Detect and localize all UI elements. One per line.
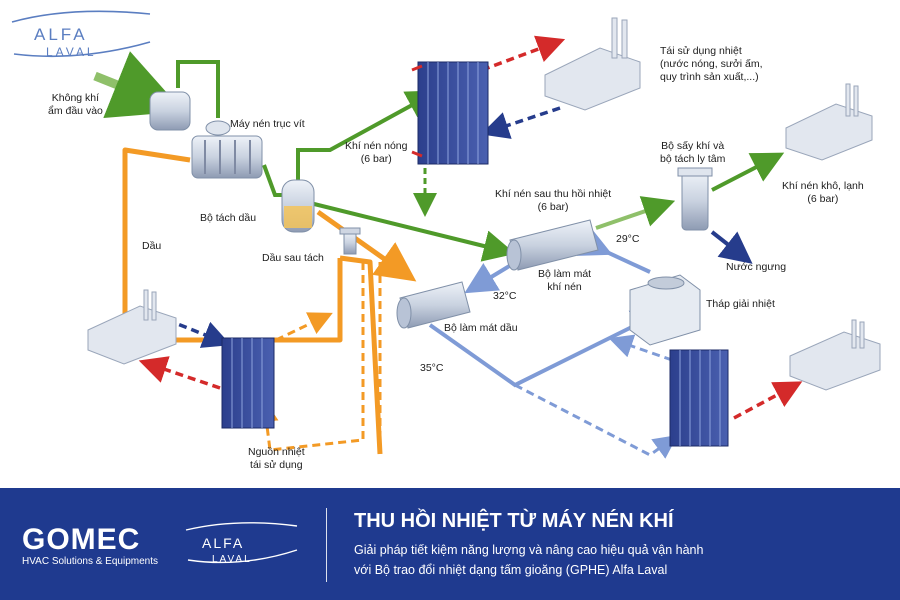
gphe-top — [411, 61, 489, 165]
footer-line-2: với Bộ trao đổi nhiệt dạng tấm gioăng (G… — [354, 563, 668, 577]
oil-separator-label: Bộ tách dầu — [200, 212, 257, 224]
after-recovery-label: Khí nén sau thu hồi nhiệt(6 bar) — [495, 188, 612, 213]
cooling-tower-label: Tháp giải nhiệt — [706, 298, 775, 310]
svg-text:ALFA: ALFA — [202, 535, 244, 551]
cooling-tower — [629, 274, 701, 346]
factory-top-right — [544, 17, 641, 111]
hot-air-label: Khí nén nóng(6 bar) — [345, 140, 408, 165]
oil-label: Dầu — [142, 240, 162, 252]
gomec-tagline: HVAC Solutions & Equipments — [22, 556, 158, 567]
footer-banner — [0, 488, 900, 600]
svg-text:ALFA: ALFA — [34, 25, 88, 44]
svg-text:LAVAL: LAVAL — [212, 554, 252, 565]
svg-text:LAVAL: LAVAL — [46, 45, 97, 59]
heat-recovery-diagram: ALFA LAVAL — [11, 10, 881, 459]
screw-compressor-label: Máy nén trục vít — [230, 118, 305, 130]
alfa-laval-logo-top: ALFA LAVAL — [11, 10, 151, 59]
air-in-arrow — [93, 51, 184, 119]
dry-air-label: Khí nén khô, lạnh(6 bar) — [782, 180, 864, 205]
oil-cooler-label: Bộ làm mát dầu — [444, 322, 518, 334]
oil-cooler-cylinder — [396, 281, 471, 329]
dryer-unit — [677, 167, 713, 231]
temp-32-label: 32°C — [493, 290, 517, 302]
screw-compressor — [149, 91, 263, 179]
footer-divider — [326, 508, 327, 582]
oil-separator-vessel — [281, 179, 315, 233]
factory-bottom-right — [789, 319, 881, 391]
gomec-logo: GOMEC — [22, 523, 141, 556]
reuse-heat-label: Tái sử dụng nhiệt(nước nóng, sưởi ấm,quy… — [660, 45, 763, 83]
oil-loop-dashed — [254, 262, 382, 454]
exchange-arrows — [138, 35, 803, 420]
gphe-left — [221, 337, 275, 429]
alfa-laval-logo-footer: ALFA LAVAL — [185, 522, 298, 565]
bypass-valve — [339, 227, 361, 255]
temp-35-label: 35°C — [420, 362, 444, 374]
footer-title: THU HỒI NHIỆT TỪ MÁY NÉN KHÍ — [354, 510, 674, 532]
gphe-right — [669, 349, 729, 447]
factory-left — [87, 289, 177, 365]
condensate-label: Nước ngưng — [726, 261, 787, 273]
footer-line-1: Giải pháp tiết kiệm năng lượng và nâng c… — [354, 543, 704, 557]
factory-middle-right — [785, 83, 873, 161]
oil-after-separation-label: Dầu sau tách — [262, 252, 324, 264]
temp-29-label: 29°C — [616, 233, 640, 245]
air-cooler-cylinder — [506, 219, 599, 271]
